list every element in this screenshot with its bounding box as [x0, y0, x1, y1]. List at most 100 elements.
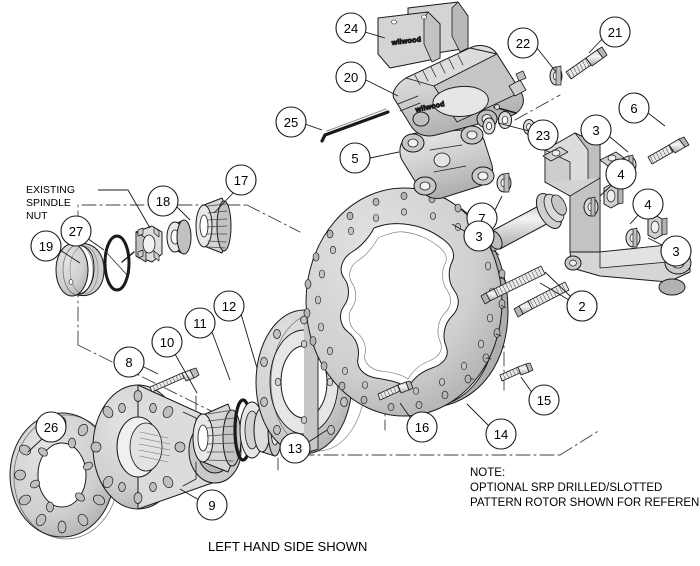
leader-line	[536, 47, 557, 73]
balloon-bracket-shim-washers[interactable]: 23	[497, 119, 559, 151]
balloon-circle[interactable]	[213, 290, 245, 322]
balloon-circle[interactable]	[335, 61, 367, 93]
balloon-circle[interactable]	[60, 215, 92, 247]
part-3-flat-washer-lower	[625, 227, 641, 248]
balloon-dust-cap[interactable]: 19	[30, 230, 81, 264]
part-22-caliper-bolt-washer	[549, 65, 563, 86]
balloon-rotor-bolt-lower[interactable]: 16	[399, 402, 438, 443]
balloon-wheel-hub[interactable]: 9	[179, 488, 228, 521]
balloon-outer-bearing[interactable]: 17	[213, 164, 257, 214]
leader-line	[211, 331, 231, 381]
spindle-nut-label-line3: NUT	[26, 210, 48, 222]
part-7-shim-washer	[496, 172, 512, 193]
balloon-circle[interactable]	[528, 384, 560, 416]
note-line1: NOTE:	[470, 467, 505, 479]
balloon-hex-head-bolt[interactable]: 6	[618, 92, 666, 127]
leader-line	[539, 282, 570, 301]
part-27-o-ring	[103, 234, 131, 292]
leader-line	[174, 353, 198, 394]
balloon-hex-nut-lower[interactable]: 4	[629, 188, 664, 225]
leader-line	[451, 223, 467, 233]
balloon-number: 8	[125, 355, 132, 370]
leader-line	[179, 488, 200, 501]
balloon-number: 3	[592, 123, 599, 138]
balloon-circle[interactable]	[507, 27, 539, 59]
balloon-rotor-bolt-upper[interactable]: 15	[520, 376, 560, 416]
balloon-grease-seal[interactable]: 12	[213, 290, 258, 369]
balloon-circle[interactable]	[580, 114, 612, 146]
balloon-circle[interactable]	[147, 185, 179, 217]
balloon-circle[interactable]	[113, 346, 145, 378]
leader-line	[599, 183, 614, 197]
balloon-number: 16	[415, 420, 429, 435]
leader-line	[240, 313, 258, 369]
balloon-circle[interactable]	[279, 432, 311, 464]
balloon-flat-washer-lower[interactable]: 3	[451, 220, 495, 252]
balloon-srp-drilled-slotted-rotor[interactable]: 14	[466, 403, 517, 450]
balloon-circle[interactable]	[632, 188, 664, 220]
balloon-number: 14	[494, 427, 508, 442]
balloon-o-ring-seal[interactable]: 27	[60, 215, 105, 251]
balloon-circle[interactable]	[527, 119, 559, 151]
part-2-caliper-mount-bolt	[513, 281, 570, 318]
part-16-rotor-bolt-lower	[377, 380, 414, 401]
balloon-number: 23	[536, 128, 550, 143]
note-line3: PATTERN ROTOR SHOWN FOR REFERENCE	[470, 497, 700, 509]
balloon-hex-nut[interactable]: 4	[599, 158, 637, 197]
balloon-bearing-race[interactable]: 11	[184, 307, 231, 381]
balloon-number: 3	[475, 229, 482, 244]
part-5-caliper-bracket	[399, 125, 495, 199]
balloon-caliper-bracket[interactable]: 5	[339, 142, 400, 174]
balloon-number: 17	[234, 173, 248, 188]
balloon-hub-stud-bolt[interactable]: 8	[113, 346, 159, 378]
balloon-brake-pads[interactable]: 24	[335, 12, 386, 44]
balloon-number: 12	[222, 299, 236, 314]
annotation-note: NOTE: OPTIONAL SRP DRILLED/SLOTTED PATTE…	[470, 467, 700, 509]
balloon-number: 6	[630, 101, 637, 116]
balloon-number: 19	[39, 239, 53, 254]
leader-line	[609, 136, 629, 153]
balloon-number: 13	[288, 441, 302, 456]
balloon-circle[interactable]	[618, 92, 650, 124]
leader-line	[176, 206, 191, 221]
balloon-circle[interactable]	[184, 307, 216, 339]
balloon-inner-bearing[interactable]: 10	[151, 326, 198, 394]
balloon-number: 15	[537, 393, 551, 408]
leader-line	[213, 191, 235, 214]
balloon-circle[interactable]	[566, 290, 598, 322]
pad-logo: wilwood	[390, 36, 421, 47]
part-25-hex-allen-wrench	[320, 108, 390, 143]
balloon-circle[interactable]	[660, 235, 692, 267]
part-20-brake-caliper: wilwood	[392, 45, 527, 137]
balloon-circle[interactable]	[605, 158, 637, 190]
leader-line	[588, 37, 604, 54]
balloon-hex-allen-wrench[interactable]: 25	[275, 106, 323, 138]
balloon-circle[interactable]	[196, 489, 228, 521]
balloon-number: 21	[608, 25, 622, 40]
balloon-caliper-bolt[interactable]: 21	[588, 16, 631, 54]
balloon-circle[interactable]	[151, 326, 183, 358]
balloon-circle[interactable]	[599, 16, 631, 48]
balloon-rotor-spacer-ring[interactable]: 26	[27, 411, 67, 453]
balloon-brake-caliper[interactable]: 20	[335, 61, 399, 97]
balloon-circle[interactable]	[35, 411, 67, 443]
balloon-flat-washer[interactable]: 3	[580, 114, 629, 153]
balloon-number: 9	[208, 498, 215, 513]
balloon-circle[interactable]	[275, 106, 307, 138]
leader-line	[647, 237, 665, 247]
balloon-circle[interactable]	[335, 12, 367, 44]
balloon-circle[interactable]	[30, 230, 62, 262]
balloon-bearing-washer[interactable]: 18	[147, 185, 191, 221]
balloon-circle[interactable]	[225, 164, 257, 196]
balloon-flat-washer-third[interactable]: 3	[647, 235, 692, 267]
balloon-number: 22	[516, 36, 530, 51]
balloon-caliper-mount-bolt[interactable]: 2	[539, 282, 598, 322]
leader-line	[306, 429, 328, 444]
balloon-circle[interactable]	[406, 411, 438, 443]
balloon-circle[interactable]	[463, 220, 495, 252]
balloon-circle[interactable]	[339, 142, 371, 174]
balloon-rotor-hat-adapter[interactable]: 13	[279, 429, 328, 464]
balloon-number: 10	[160, 335, 174, 350]
balloon-caliper-bolt-washer[interactable]: 22	[507, 27, 557, 73]
balloon-circle[interactable]	[485, 418, 517, 450]
